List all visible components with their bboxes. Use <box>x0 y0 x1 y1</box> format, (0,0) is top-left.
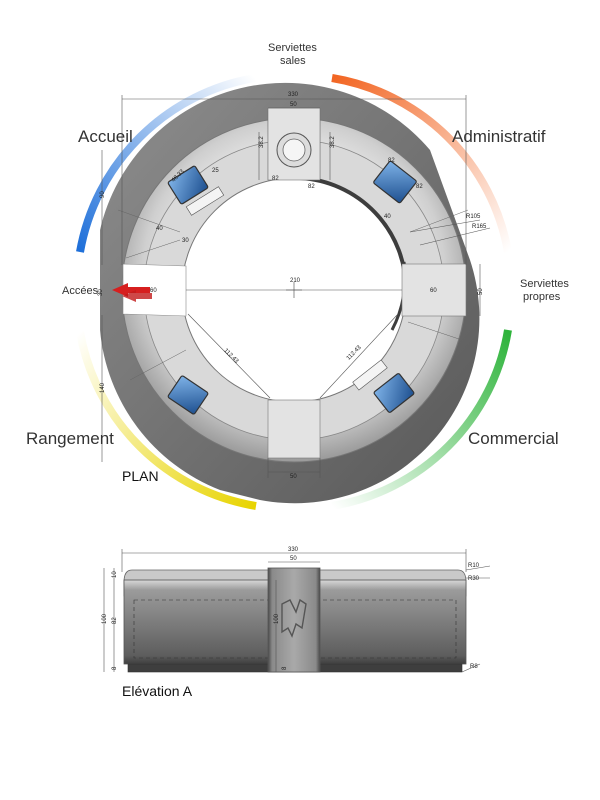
elev-dim-center-module: 50 <box>290 556 297 562</box>
dim-top-82a: 82 <box>272 176 279 182</box>
reception-desk-plan <box>117 107 491 463</box>
dim-left-height-top: 90 <box>100 191 106 198</box>
label-serviettes-propres-1: Serviettes <box>520 278 569 290</box>
dim-seg-25: 25 <box>212 168 219 174</box>
label-serviettes-sales-2: sales <box>280 55 306 67</box>
elev-dim-r30: R30 <box>468 576 480 582</box>
dim-top-82d: 82 <box>416 184 423 190</box>
dim-top-82b: 82 <box>308 184 315 190</box>
dim-left-opening: 60 <box>150 288 157 294</box>
elev-dim-center-base: 8 <box>282 666 288 670</box>
dim-seg-40: 40 <box>156 226 163 232</box>
dim-right-opening: 60 <box>430 288 437 294</box>
dim-top-module: 50 <box>290 102 297 108</box>
elev-dim-center-height: 100 <box>274 613 280 624</box>
zone-label-rangement: Rangement <box>26 429 114 448</box>
plan-dimension-lines <box>101 95 481 478</box>
dim-right-module-height: 50 <box>478 288 484 295</box>
zone-label-commercial: Commercial <box>468 429 559 448</box>
dim-acces-30: 30 <box>98 289 104 296</box>
dim-left-height-bottom: 140 <box>100 382 106 393</box>
dim-radius-small: R105 <box>466 214 481 220</box>
dim-radius-large: R165 <box>472 224 487 230</box>
rangement-arc <box>76 331 257 510</box>
plan-title: PLAN <box>122 468 159 484</box>
elevation-title: Elévation A <box>122 683 193 699</box>
workstation-rangement <box>167 375 209 415</box>
zone-label-accueil: Accueil <box>78 127 133 146</box>
administratif-arc <box>331 74 512 253</box>
elev-dim-top-band: 10 <box>112 571 118 578</box>
dim-top-40b: 40 <box>384 214 391 220</box>
elev-dim-r8: R8 <box>470 664 478 670</box>
zone-label-acces: Accées <box>62 285 99 297</box>
dim-top-right-depth: 38.2 <box>330 136 336 148</box>
elevation-drawing <box>123 567 467 673</box>
dim-inner-diameter: 210 <box>290 278 301 284</box>
acces-arrow <box>112 283 152 302</box>
dim-bottom-module: 50 <box>290 474 297 480</box>
commercial-arc <box>331 329 512 510</box>
elev-dim-r10: R10 <box>468 563 480 569</box>
elevation-dimension-text: 330 50 100 82 10 8 100 8 R10 R30 R8 Elév… <box>102 547 480 699</box>
dim-overall-width: 330 <box>288 92 299 98</box>
zone-label-administratif: Administratif <box>452 127 546 146</box>
dim-top-left-depth: 38.2 <box>259 136 265 148</box>
elev-dim-base: 8 <box>112 666 118 670</box>
plan-dimension-text: 330 50 50 210 60 60 50 38.2 38.2 R105 R1… <box>98 92 487 480</box>
zone-arcs <box>76 70 514 512</box>
workstation-administratif <box>373 160 417 204</box>
label-serviettes-propres-2: propres <box>523 291 561 303</box>
elevation-dimension-lines <box>103 549 491 673</box>
elev-dim-overall: 330 <box>288 547 299 553</box>
dim-top-82c: 82 <box>388 158 395 164</box>
plan-labels: Accueil Administratif Rangement Commerci… <box>26 42 569 484</box>
elev-dim-height-total: 100 <box>102 613 108 624</box>
workstation-accueil <box>167 165 225 216</box>
accueil-arc <box>76 74 256 253</box>
workstation-commercial <box>352 359 415 413</box>
label-serviettes-sales-1: Serviettes <box>268 42 317 54</box>
dim-seg-30: 30 <box>182 238 189 244</box>
elev-dim-height-body: 82 <box>112 617 118 624</box>
